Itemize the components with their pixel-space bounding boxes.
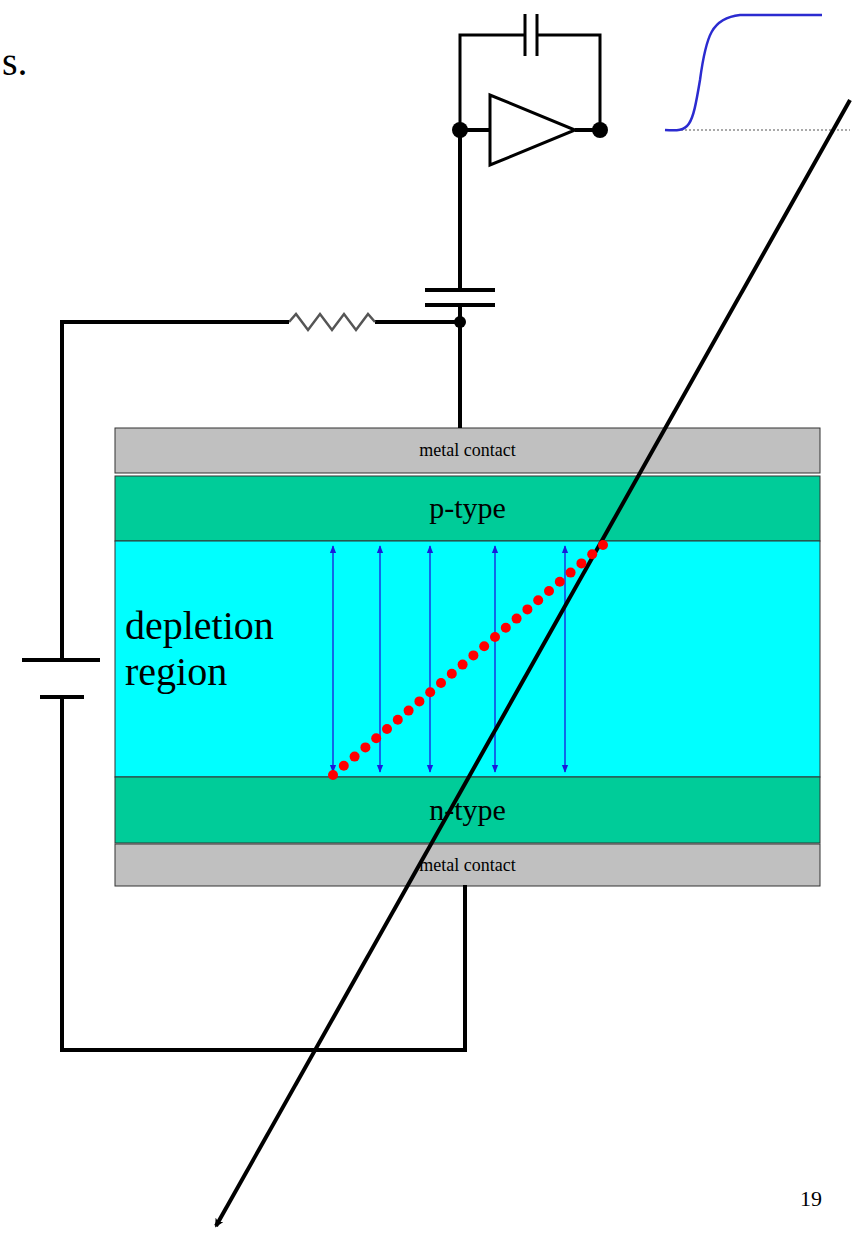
n-type-layer: n-type xyxy=(115,777,820,843)
charge-carriers xyxy=(328,540,608,780)
charge-dot xyxy=(598,540,608,550)
junction-dot xyxy=(452,122,468,138)
metal-contact-fill xyxy=(115,428,820,473)
charge-dot xyxy=(436,678,446,688)
capacitor-symbol xyxy=(425,303,495,307)
layer-label: p-type xyxy=(429,491,506,526)
field-line xyxy=(332,546,333,772)
field-line xyxy=(494,546,495,772)
charge-dot xyxy=(382,724,392,734)
charge-dot xyxy=(522,604,532,614)
p-type-layer-fill xyxy=(115,476,820,541)
charge-dot xyxy=(587,549,597,559)
charge-dot xyxy=(371,733,381,743)
field-line xyxy=(429,546,430,772)
battery-symbol xyxy=(22,658,100,662)
layer-label: metal contact xyxy=(419,855,515,876)
charge-dot xyxy=(490,632,500,642)
charge-dot xyxy=(576,558,586,568)
metal-contact: metal contact xyxy=(115,428,820,473)
junction-dot xyxy=(454,316,466,328)
layer-label: metal contact xyxy=(419,440,515,461)
particle-track xyxy=(216,100,850,1226)
wire xyxy=(537,35,600,130)
charge-dot xyxy=(404,706,414,716)
resistor-symbol xyxy=(289,314,375,330)
wire xyxy=(460,35,525,130)
charge-dot xyxy=(501,623,511,633)
readout-circuit xyxy=(22,14,600,1050)
charge-dot xyxy=(350,752,360,762)
depletion-region: depletion region xyxy=(115,541,820,777)
baseline xyxy=(665,129,850,130)
charge-dot xyxy=(339,761,349,771)
charge-dot xyxy=(479,641,489,651)
charge-dot xyxy=(393,715,403,725)
charge-dot xyxy=(360,742,370,752)
output-pulse xyxy=(665,15,822,130)
metal-contact: metal contact xyxy=(115,844,820,886)
wire xyxy=(458,322,462,428)
wire xyxy=(62,697,465,1050)
cut-off-text: s. xyxy=(2,38,28,85)
metal-contact-fill xyxy=(115,844,820,886)
wire xyxy=(460,130,490,290)
charge-dot xyxy=(414,696,424,706)
p-type-layer: p-type xyxy=(115,476,820,541)
field-lines xyxy=(333,546,565,772)
charge-dot xyxy=(458,660,468,670)
layer-label: depletion region xyxy=(125,603,315,695)
charge-dot xyxy=(566,568,576,578)
layer-label: n-type xyxy=(429,793,506,828)
charge-dot xyxy=(468,650,478,660)
charge-dot xyxy=(533,595,543,605)
charge-dot xyxy=(544,586,554,596)
capacitor-symbol xyxy=(525,14,537,56)
charge-dot xyxy=(555,577,565,587)
wire xyxy=(375,320,460,324)
field-line xyxy=(564,546,565,772)
charge-dot xyxy=(512,614,522,624)
depletion-region-fill xyxy=(115,541,820,777)
junction-dot xyxy=(592,122,608,138)
amplifier-symbol xyxy=(490,95,575,165)
n-type-layer-fill xyxy=(115,777,820,843)
page-number: 19 xyxy=(800,1186,822,1212)
charge-dot xyxy=(328,770,338,780)
charge-dot xyxy=(447,669,457,679)
charge-dot xyxy=(425,687,435,697)
